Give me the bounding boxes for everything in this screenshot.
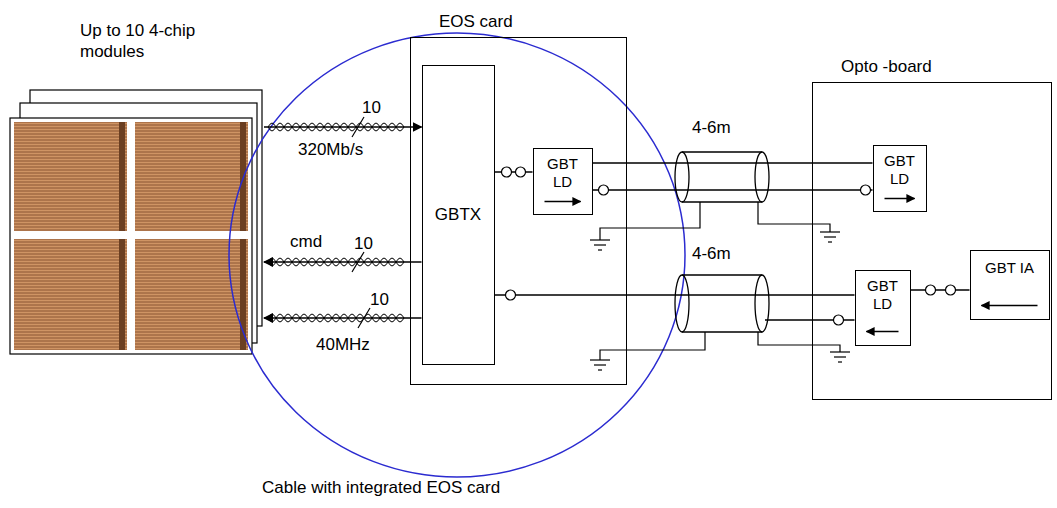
driver-box: GBT LD <box>533 148 593 215</box>
node-text: GBT LD <box>541 155 585 191</box>
signal-label: 40MHz <box>316 335 370 355</box>
signal-wire <box>495 171 533 172</box>
signal-label: 4-6m <box>692 118 731 138</box>
coupling-circle <box>506 290 516 300</box>
direction-arrow <box>545 201 581 203</box>
node-text: Up to 10 4-chip modules <box>8 18 210 62</box>
direction-arrow <box>885 198 915 200</box>
coupling-circle <box>926 285 936 295</box>
coupling-circle <box>502 167 512 177</box>
signal-label: 10 <box>354 234 373 254</box>
coupling-circle <box>861 185 871 195</box>
cable-circle <box>229 33 685 477</box>
node-text: GBT LD <box>861 277 905 313</box>
coupling-circle <box>946 285 956 295</box>
module-stack <box>10 90 262 354</box>
node-text: GBT IA <box>971 259 1049 277</box>
signal-label: 10 <box>370 290 389 310</box>
node-text: GBTX <box>435 204 481 225</box>
signal-label: 4-6m <box>692 244 731 264</box>
direction-arrow <box>867 331 899 333</box>
chip-box: GBTX <box>422 65 495 365</box>
driver-box: GBT LD <box>873 145 927 212</box>
signal-wire <box>264 317 422 318</box>
signal-wire <box>593 163 873 190</box>
coupling-circle <box>599 185 609 195</box>
signal-wire <box>911 289 970 290</box>
module-stack-node: Up to 10 4-chip modules <box>8 18 264 358</box>
amplifier-box: GBT IA <box>970 250 1050 320</box>
coax-cable <box>675 152 769 332</box>
signal-wire <box>264 261 422 262</box>
node-text: EOS card <box>439 11 513 32</box>
board-box: Opto -boardGBT LDGBT LDGBT IA <box>812 82 1052 400</box>
shield-wire <box>600 202 840 360</box>
signal-label: 10 <box>362 98 381 118</box>
node-text: GBT LD <box>878 152 922 188</box>
direction-arrow <box>982 305 1038 307</box>
coupling-circle <box>516 167 526 177</box>
signal-label: cmd <box>290 232 322 252</box>
driver-box: GBT LD <box>855 270 911 346</box>
signal-wire <box>264 126 422 127</box>
twisted-pair <box>268 123 404 322</box>
card-box: EOS cardGBTXGBT LD <box>410 37 627 385</box>
ground-symbol <box>590 232 850 370</box>
caption-text: Cable with integrated EOS card <box>262 478 500 498</box>
signal-wire <box>495 295 855 320</box>
signal-label: 320Mb/s <box>298 140 363 160</box>
coupling-circle <box>834 315 844 325</box>
node-text: Opto -board <box>841 56 932 77</box>
